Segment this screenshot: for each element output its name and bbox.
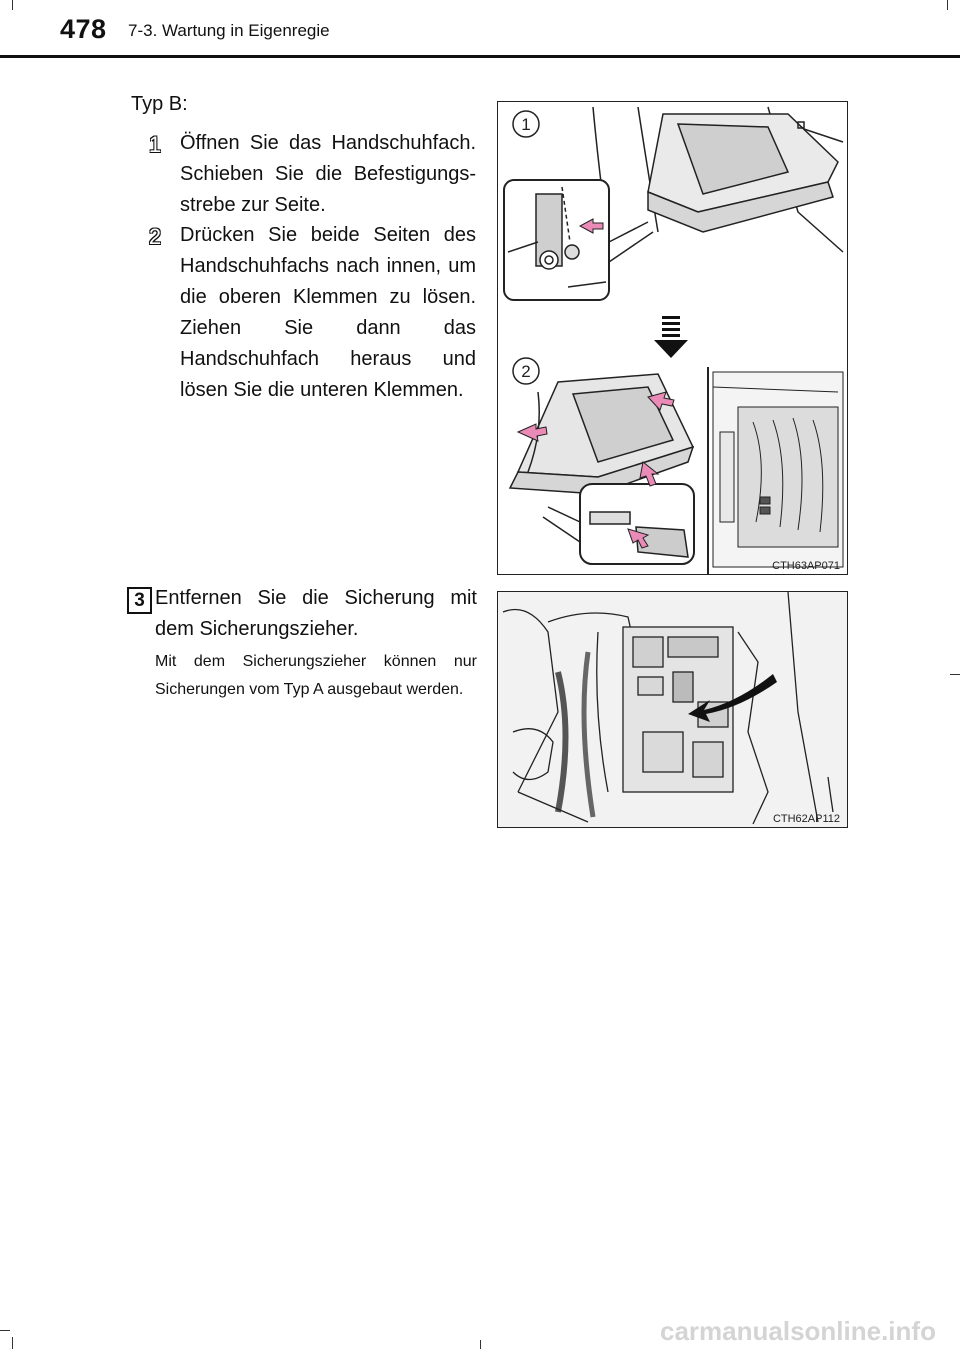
figure-fuse-puller: CTH62AP112 — [497, 591, 848, 828]
callout-2-circle — [512, 357, 540, 385]
type-label: Typ B: — [131, 93, 188, 115]
callout-1-label: 1 — [521, 115, 530, 134]
step-1-text: Öffnen Sie das Handschuhfach. Schieben S… — [180, 132, 476, 216]
step-2-text: Drücken Sie beide Seiten des Handschuhfa… — [180, 224, 476, 401]
callout-2-label: 2 — [521, 362, 530, 381]
glovebox-illustration: 1 2 — [503, 106, 844, 574]
header-rule — [0, 55, 960, 58]
step-3-text: Entfernen Sie die Sicherung mit dem Sich… — [155, 587, 477, 640]
crop-mark — [480, 1340, 481, 1349]
watermark: carmanualsonline.info — [660, 1316, 936, 1346]
crop-mark — [947, 0, 948, 10]
figure-2-code: CTH62AP112 — [773, 813, 840, 825]
fuse-puller-photo: CTH62AP112 — [498, 592, 847, 827]
crop-mark — [0, 1330, 10, 1331]
figure-glovebox-removal: 1 2 — [497, 101, 848, 575]
step-2-number: 2 — [148, 224, 162, 249]
crop-mark — [950, 674, 960, 675]
step-3-number: 3 — [127, 587, 152, 614]
figure-1-code: CTH63AP071 — [772, 560, 840, 572]
step-3-note: Mit dem Sicherungszieher können nur Sich… — [155, 653, 477, 698]
crop-mark — [12, 0, 13, 10]
page-number: 478 — [60, 14, 107, 44]
step-1-number: 1 — [148, 132, 162, 157]
crop-mark — [12, 1337, 13, 1349]
callout-1-circle — [512, 110, 540, 138]
section-title: 7-3. Wartung in Eigenregie — [128, 21, 330, 40]
